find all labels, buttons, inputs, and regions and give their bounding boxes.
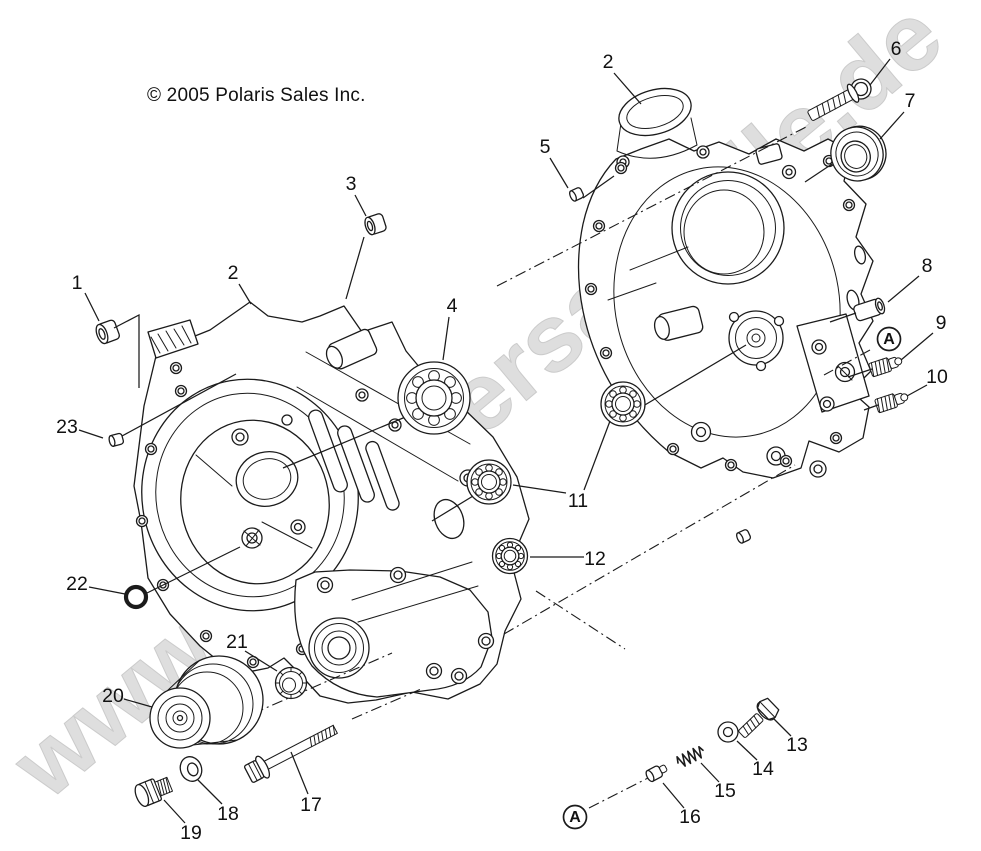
- callout-17-leader: [290, 751, 309, 795]
- reference-marker-A: A: [876, 326, 902, 352]
- part-12-bearing: [491, 537, 529, 575]
- crankcase-cover-drawing: [294, 561, 495, 698]
- callout-23-leader: [121, 373, 237, 437]
- callout-19-label: 19: [180, 822, 202, 844]
- callout-5-label: 5: [540, 136, 551, 158]
- copyright-text: © 2005 Polaris Sales Inc.: [147, 85, 366, 106]
- callout-14-leader: [736, 740, 758, 761]
- callout-9-label: 9: [936, 312, 947, 334]
- callout-18-label: 18: [217, 803, 239, 825]
- callout-7-leader: [804, 163, 833, 183]
- callout-11-leader: [512, 484, 567, 494]
- callout-22-leader: [146, 546, 241, 594]
- callout-11-leader: [583, 420, 611, 491]
- construction-lines: [175, 126, 871, 809]
- callout-19-leader: [163, 799, 186, 824]
- callout-17-label: 17: [300, 794, 322, 816]
- callout-11-label: 11: [568, 490, 588, 512]
- callout-2-label: 2: [228, 262, 239, 284]
- callout-20-leader: [123, 698, 153, 708]
- callout-1-leader: [84, 292, 100, 322]
- callout-23-leader: [78, 429, 104, 439]
- callout-6-leader: [869, 58, 891, 86]
- callout-21-leader: [244, 650, 278, 672]
- reference-marker-letter: A: [883, 331, 895, 348]
- part-18-washer: [179, 756, 203, 782]
- callout-3-leader: [345, 236, 365, 300]
- callout-10-leader: [906, 384, 928, 397]
- callout-21-label: 21: [226, 631, 248, 653]
- callout-5-leader: [582, 175, 615, 199]
- callout-23-label: 23: [56, 416, 78, 438]
- reference-marker-circle: [562, 804, 588, 830]
- part-3-dowel: [364, 213, 387, 236]
- callout-7-leader: [879, 111, 905, 140]
- part-4-bearing: [397, 361, 471, 435]
- callout-13-leader: [773, 718, 792, 737]
- part-15-spring: [676, 745, 704, 767]
- callout-22-label: 22: [66, 573, 88, 595]
- reference-marker-A: A: [562, 804, 588, 830]
- callout-20-label: 20: [102, 685, 124, 707]
- callout-15-leader: [700, 762, 720, 783]
- callout-4-label: 4: [447, 295, 458, 317]
- part-20-pulley: [149, 655, 264, 749]
- callout-5-leader: [549, 157, 569, 189]
- part-13-bolt: [738, 697, 780, 738]
- part-5-dowel-bottom: [736, 529, 752, 544]
- callout-7-label: 7: [905, 90, 916, 112]
- part-7-seal: [830, 125, 887, 182]
- part-5-dowel-top: [569, 187, 585, 202]
- reference-marker-letter: A: [569, 809, 581, 826]
- callout-15-label: 15: [714, 780, 736, 802]
- part-23-pin: [108, 432, 125, 448]
- callout-18-leader: [197, 779, 223, 805]
- callout-2-leader: [613, 72, 642, 105]
- part-8-plug: [853, 297, 886, 322]
- part-22-o-ring: [123, 584, 149, 610]
- callout-10-label: 10: [926, 366, 948, 388]
- part-16-valve-pin: [645, 764, 668, 783]
- callout-9-leader: [847, 368, 873, 378]
- callout-2-label: 2: [603, 51, 614, 73]
- part-11-bearing-right: [600, 381, 646, 427]
- part-14-washer: [717, 721, 739, 743]
- callout-8-label: 8: [922, 255, 933, 277]
- part-17-bolt: [244, 724, 338, 783]
- callout-16-leader: [662, 782, 685, 809]
- callout-4-leader: [442, 316, 450, 361]
- callout-8-leader: [887, 275, 920, 303]
- callout-3-leader: [354, 194, 367, 217]
- case-grip-tab: [147, 319, 199, 359]
- callout-1-label: 1: [72, 272, 83, 294]
- callout-12-label: 12: [584, 548, 606, 570]
- callout-2-leader: [238, 283, 252, 305]
- case-boss-stub: [325, 328, 378, 370]
- callout-9-leader: [900, 332, 934, 361]
- part-9-fitting: [868, 356, 903, 378]
- oil-boss: [653, 305, 704, 341]
- callout-13-label: 13: [786, 734, 808, 756]
- reference-marker-circle: [876, 326, 902, 352]
- callout-3-label: 3: [346, 173, 357, 195]
- callout-14-label: 14: [752, 758, 774, 780]
- part-1-bushing: [95, 319, 120, 345]
- callout-10-leader: [863, 404, 879, 411]
- callout-16-label: 16: [679, 806, 701, 828]
- part-10-fitting: [874, 392, 909, 414]
- callout-22-leader: [88, 586, 126, 595]
- callout-1-leader: [113, 313, 140, 388]
- part-21-seal: [274, 666, 308, 700]
- part-11-bearing-left: [466, 459, 512, 505]
- callout-6-label: 6: [891, 38, 902, 60]
- callout-8-leader: [829, 312, 857, 323]
- part-19-plug-bolt: [134, 776, 173, 808]
